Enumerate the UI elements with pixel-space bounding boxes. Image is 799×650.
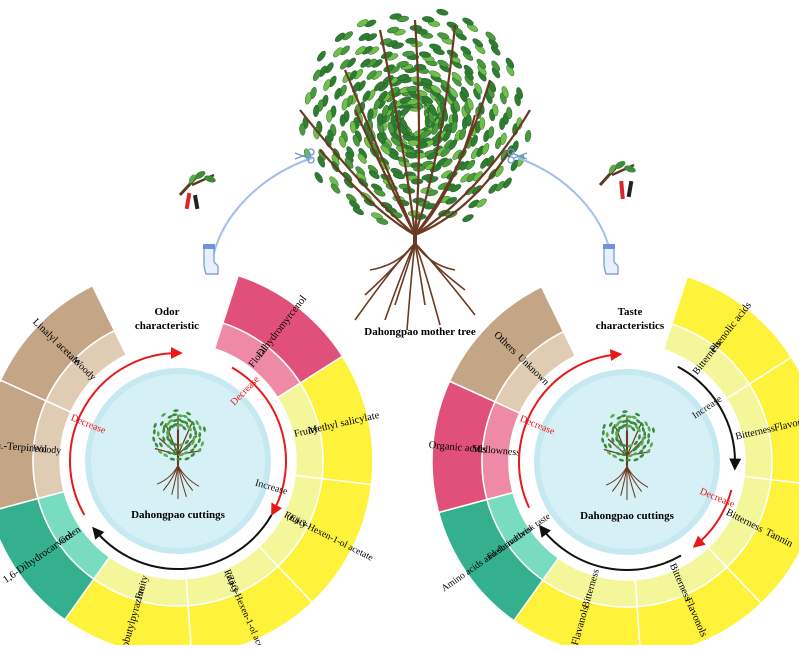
odor-trend-arrow — [231, 366, 287, 516]
odor-trend-arrow — [92, 514, 273, 570]
odor-title-line1: Odor — [154, 306, 179, 318]
taste-trend-arrow — [692, 489, 733, 548]
scissors-icon — [507, 148, 528, 164]
odor-center-label: Dahongpao cuttings — [131, 509, 226, 521]
mother-tree-label: Dahongpao mother tree — [364, 326, 476, 338]
odor-trend-arrow — [69, 347, 183, 516]
odor-title-line2: characteristic — [135, 320, 199, 332]
pruning-shears-icon — [178, 171, 216, 210]
mother-tree-roots — [354, 242, 476, 331]
taste-inner-label: Mellowness — [471, 443, 520, 458]
odor-inner-label: Fruity — [293, 424, 319, 440]
cutting-tree-icon — [601, 410, 655, 500]
taste-inner-segment — [494, 330, 577, 415]
connector-curve-left — [211, 157, 313, 263]
mother-tree-illustration — [299, 8, 532, 331]
taste-outer-label: Organic acids — [428, 440, 487, 456]
scissors-icon — [294, 148, 315, 164]
mother-tree-trunk — [299, 19, 531, 245]
taste-trend-arrow — [518, 349, 623, 509]
odor-inner-segment — [45, 329, 128, 414]
cutting-tree-icon — [152, 409, 206, 499]
taste-trend-arrow — [538, 524, 682, 571]
taste-wheel: Phenolic acidsBitternessFlavonesBitterne… — [428, 275, 799, 650]
pruning-shears-icon — [598, 161, 636, 200]
taste-title-line2: characteristics — [596, 320, 665, 332]
cutting-connector-right — [507, 148, 636, 275]
cutting-hand-icon — [203, 244, 219, 275]
odor-rings — [0, 274, 374, 650]
taste-title-line1: Taste — [618, 306, 643, 318]
cutting-connector-left — [178, 148, 315, 275]
taste-rings — [431, 275, 799, 650]
taste-center-label: Dahongpao cuttings — [580, 510, 675, 522]
taste-trend-arrow — [677, 365, 742, 471]
connector-curve-right — [517, 157, 613, 263]
odor-inner-label: Woody — [32, 443, 61, 456]
cutting-hand-icon — [603, 244, 619, 275]
